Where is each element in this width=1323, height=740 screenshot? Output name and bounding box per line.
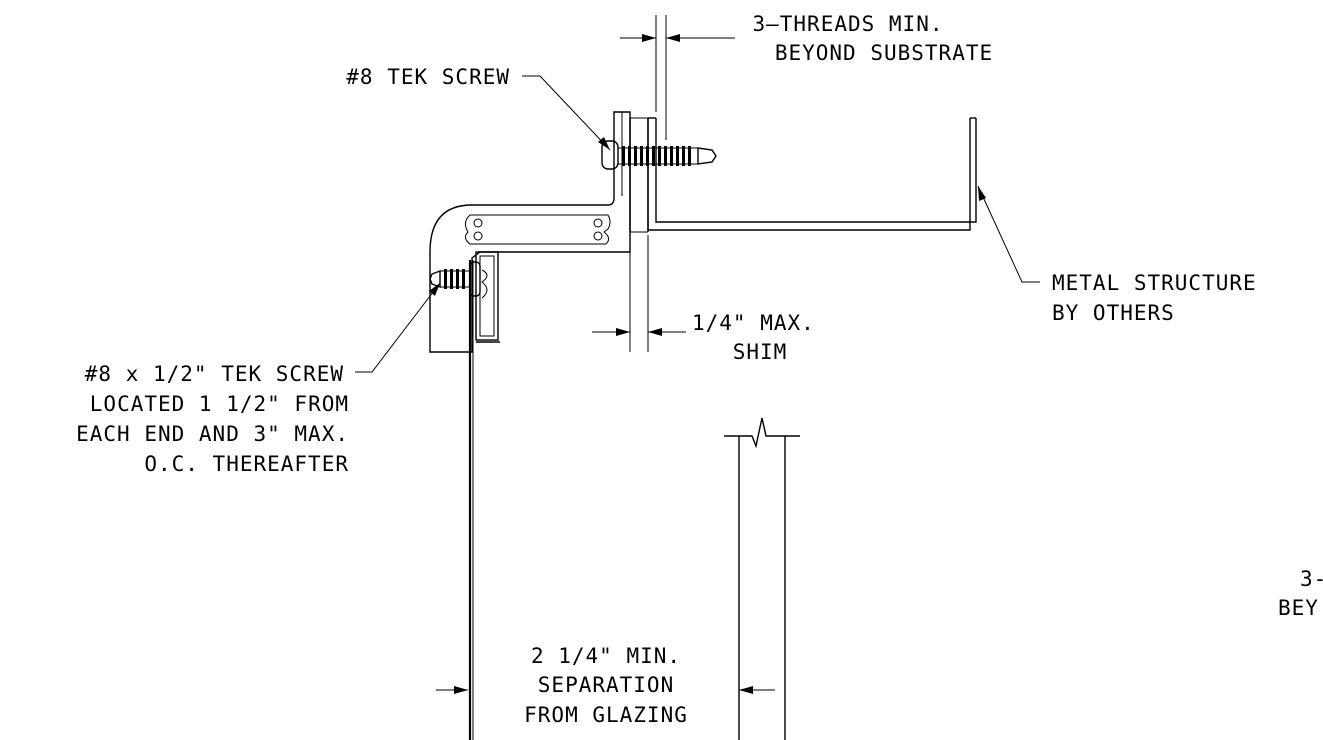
- shim-note-line1: 1/4" MAX.: [692, 311, 815, 335]
- metal-structure-note-line1: METAL STRUCTURE: [1052, 271, 1257, 295]
- separation-note-line3: FROM GLAZING: [524, 703, 688, 727]
- cropped-note: 3- BEY: [1278, 567, 1323, 620]
- tek-screw-note: #8 TEK SCREW: [346, 65, 510, 89]
- cropped-note-line1: 3-: [1300, 567, 1323, 591]
- separation-note-line1: 2 1/4" MIN.: [531, 644, 681, 668]
- metal-structure-channel: [647, 117, 977, 231]
- shim-dimension: [592, 235, 686, 352]
- leader-lower-screw: [355, 282, 441, 373]
- threads-dimension: [620, 15, 735, 140]
- separation-note-line2: SEPARATION: [538, 673, 674, 697]
- lower-screw-note-line3: EACH END AND 3" MAX.: [76, 422, 349, 446]
- leader-tek-screw: [522, 75, 611, 151]
- leader-metal-structure: [977, 185, 1040, 283]
- separation-note: 2 1/4" MIN. SEPARATION FROM GLAZING: [524, 644, 688, 727]
- tek-screw-top: [601, 140, 717, 170]
- vertical-member: [724, 417, 800, 740]
- shim: [629, 117, 649, 233]
- cropped-note-line2: BEY: [1278, 596, 1319, 620]
- separation-dimension: [436, 686, 775, 694]
- threads-note-line1: 3—THREADS MIN.: [752, 12, 943, 36]
- lower-screw-note-line4: O.C. THEREAFTER: [144, 452, 349, 476]
- lower-screw-note-line2: LOCATED 1 1/2" FROM: [90, 392, 349, 416]
- glazing-panel: [468, 260, 474, 740]
- lower-screw-note: #8 x 1/2" TEK SCREW LOCATED 1 1/2" FROM …: [76, 362, 349, 476]
- metal-structure-note-line2: BY OTHERS: [1052, 301, 1175, 325]
- angle-bracket: [429, 111, 631, 353]
- lower-screw-note-line1: #8 x 1/2" TEK SCREW: [85, 362, 344, 386]
- threads-note-line2: BEYOND SUBSTRATE: [775, 41, 993, 65]
- threads-note: 3—THREADS MIN. BEYOND SUBSTRATE: [752, 12, 993, 65]
- shim-note-line2: SHIM: [733, 340, 788, 364]
- shim-note: 1/4" MAX. SHIM: [692, 311, 815, 364]
- metal-structure-note: METAL STRUCTURE BY OTHERS: [1052, 271, 1257, 325]
